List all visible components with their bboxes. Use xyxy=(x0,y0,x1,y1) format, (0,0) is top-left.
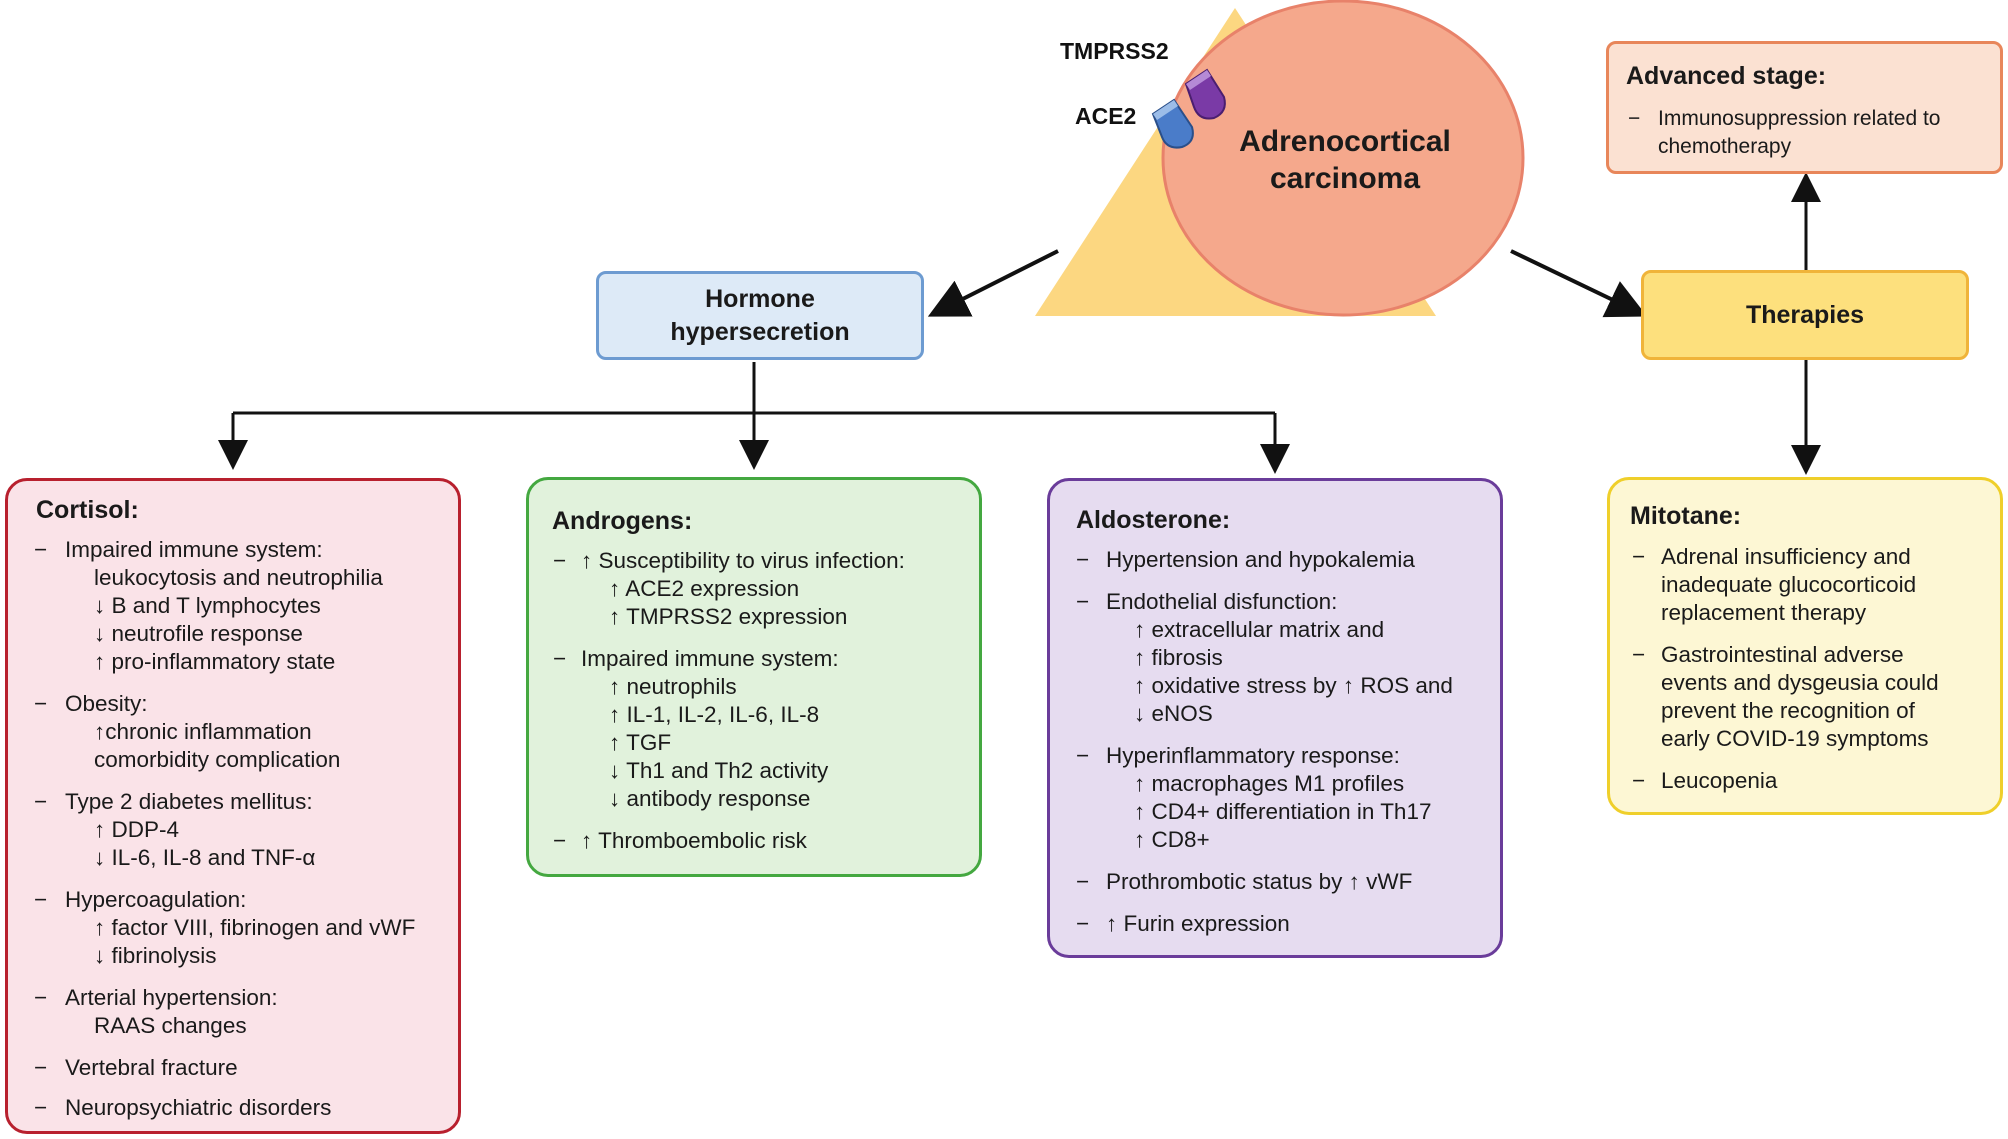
cortisol-dash-6: − xyxy=(34,1055,48,1080)
aldosterone-item-2a: ↑ extracellular matrix and xyxy=(1134,617,1385,642)
hormone-line2: hypersecretion xyxy=(670,317,850,346)
aldosterone-item-2d: ↓ eNOS xyxy=(1134,701,1213,726)
mitotane-item-2b: events and dysgeusia could xyxy=(1661,670,1939,695)
cortisol-title: Cortisol: xyxy=(36,496,139,524)
cortisol-item-2a: ↑chronic inflammation xyxy=(94,719,312,744)
advanced-item-1b: chemotherapy xyxy=(1658,135,1792,158)
cortisol-item-1c: ↓ neutrofile response xyxy=(94,621,303,646)
tumor-title: Adrenocortical carcinoma xyxy=(1200,123,1490,197)
advanced-stage-box: Advanced stage: − Immunosuppression rela… xyxy=(1606,41,2003,174)
mitotane-item-2c: prevent the recognition of xyxy=(1661,698,1915,723)
cortisol-item-3: Type 2 diabetes mellitus: xyxy=(65,789,313,814)
cortisol-dash-1: − xyxy=(34,537,48,562)
advanced-title: Advanced stage: xyxy=(1626,62,1827,90)
mitotane-item-1b: inadequate glucocorticoid xyxy=(1661,572,1917,597)
tumor-circle xyxy=(1161,0,1525,317)
hormone-line1: Hormone xyxy=(705,284,815,313)
aldosterone-item-3b: ↑ CD4+ differentiation in Th17 xyxy=(1134,799,1432,824)
androgens-dash-3: − xyxy=(553,828,567,853)
tumor-title-line2: carcinoma xyxy=(1269,162,1421,195)
androgens-item-2d: ↓ Th1 and Th2 activity xyxy=(609,758,829,783)
androgens-item-1a: ↑ ACE2 expression xyxy=(609,576,800,601)
aldosterone-title: Aldosterone: xyxy=(1076,506,1231,534)
androgens-title: Androgens: xyxy=(552,507,693,535)
cortisol-item-4a: ↑ factor VIII, fibrinogen and vWF xyxy=(94,915,416,940)
mitotane-item-2d: early COVID-19 symptoms xyxy=(1661,726,1929,751)
aldosterone-item-4: Prothrombotic status by ↑ vWF xyxy=(1106,869,1413,894)
arrow-tumor-to-therapies xyxy=(1510,249,1648,318)
cortisol-item-2: Obesity: xyxy=(65,691,148,716)
aldosterone-dash-4: − xyxy=(1076,869,1090,894)
aldosterone-item-3c: ↑ CD8+ xyxy=(1134,827,1210,852)
mitotane-dash-2: − xyxy=(1632,642,1646,667)
tumor-title-line1: Adrenocortical xyxy=(1239,125,1451,158)
androgens-item-2: Impaired immune system: xyxy=(581,646,839,671)
cortisol-item-4b: ↓ fibrinolysis xyxy=(94,943,217,968)
aldosterone-item-1: Hypertension and hypokalemia xyxy=(1106,547,1415,572)
cortisol-dash-2: − xyxy=(34,691,48,716)
cortisol-item-7: Neuropsychiatric disorders xyxy=(65,1095,332,1120)
arrow-tumor-to-hormone xyxy=(927,249,1059,317)
ace2-receptor-icon xyxy=(1151,98,1194,149)
aldosterone-dash-5: − xyxy=(1076,911,1090,936)
therapies-box: Therapies xyxy=(1641,270,1969,360)
cortisol-item-3b: ↓ IL-6, IL-8 and TNF-α xyxy=(94,845,316,870)
cortisol-item-6: Vertebral fracture xyxy=(65,1055,238,1080)
androgens-box: Androgens: − ↑ Susceptibility to virus i… xyxy=(526,477,982,877)
androgens-item-2a: ↑ neutrophils xyxy=(609,674,737,699)
aldosterone-item-5: ↑ Furin expression xyxy=(1106,911,1290,936)
tmprss2-receptor-icon xyxy=(1184,68,1226,120)
tmprss2-label: TMPRSS2 xyxy=(1060,38,1169,64)
aldosterone-item-2b: ↑ fibrosis xyxy=(1134,645,1223,670)
aldosterone-item-3: Hyperinflammatory response: xyxy=(1106,743,1400,768)
mitotane-title: Mitotane: xyxy=(1630,502,1742,530)
aldosterone-item-3a: ↑ macrophages M1 profiles xyxy=(1134,771,1405,796)
cortisol-dash-4: − xyxy=(34,887,48,912)
mitotane-box: Mitotane: − Adrenal insufficiency and in… xyxy=(1607,477,2003,815)
cortisol-item-2b: comorbidity complication xyxy=(94,747,341,772)
aldosterone-dash-3: − xyxy=(1076,743,1090,768)
androgens-dash-2: − xyxy=(553,646,567,671)
mitotane-dash-1: − xyxy=(1632,544,1646,569)
androgens-item-3: ↑ Thromboembolic risk xyxy=(581,828,807,853)
androgens-item-1b: ↑ TMPRSS2 expression xyxy=(609,604,848,629)
androgens-item-1: ↑ Susceptibility to virus infection: xyxy=(581,548,905,573)
androgens-item-2e: ↓ antibody response xyxy=(609,786,811,811)
cortisol-item-5a: RAAS changes xyxy=(94,1013,247,1038)
mitotane-item-2a: Gastrointestinal adverse xyxy=(1661,642,1904,667)
therapies-label: Therapies xyxy=(1745,300,1865,329)
cortisol-dash-7: − xyxy=(34,1095,48,1120)
cortisol-item-5: Arterial hypertension: xyxy=(65,985,278,1010)
cortisol-item-1b: ↓ B and T lymphocytes xyxy=(94,593,321,618)
hormone-hypersecretion-box: Hormone hypersecretion xyxy=(596,271,924,360)
aldosterone-dash-2: − xyxy=(1076,589,1090,614)
aldosterone-item-2: Endothelial disfunction: xyxy=(1106,589,1338,614)
mitotane-item-3: Leucopenia xyxy=(1661,768,1778,793)
cortisol-item-3a: ↑ DDP-4 xyxy=(94,817,180,842)
cortisol-item-1a: leukocytosis and neutrophilia xyxy=(94,565,383,590)
androgens-item-2c: ↑ TGF xyxy=(609,730,672,755)
cortisol-item-1: Impaired immune system: xyxy=(65,537,323,562)
aldosterone-box: Aldosterone: − Hypertension and hypokale… xyxy=(1047,478,1503,958)
mitotane-item-1a: Adrenal insufficiency and xyxy=(1661,544,1911,569)
mitotane-dash-3: − xyxy=(1632,768,1646,793)
cortisol-item-1d: ↑ pro-inflammatory state xyxy=(94,649,336,674)
androgens-item-2b: ↑ IL-1, IL-2, IL-6, IL-8 xyxy=(609,702,820,727)
cortisol-item-4: Hypercoagulation: xyxy=(65,887,247,912)
cortisol-dash-3: − xyxy=(34,789,48,814)
mitotane-item-1c: replacement therapy xyxy=(1661,600,1867,625)
cortisol-dash-5: − xyxy=(34,985,48,1010)
cortisol-box: Cortisol: − Impaired immune system: leuk… xyxy=(5,478,461,1134)
advanced-dash-1: − xyxy=(1628,107,1641,130)
aldosterone-dash-1: − xyxy=(1076,547,1090,572)
androgens-dash-1: − xyxy=(553,548,567,573)
ace2-label: ACE2 xyxy=(1075,103,1137,129)
advanced-item-1a: Immunosuppression related to xyxy=(1658,107,1941,130)
aldosterone-item-2c: ↑ oxidative stress by ↑ ROS and xyxy=(1134,673,1453,698)
